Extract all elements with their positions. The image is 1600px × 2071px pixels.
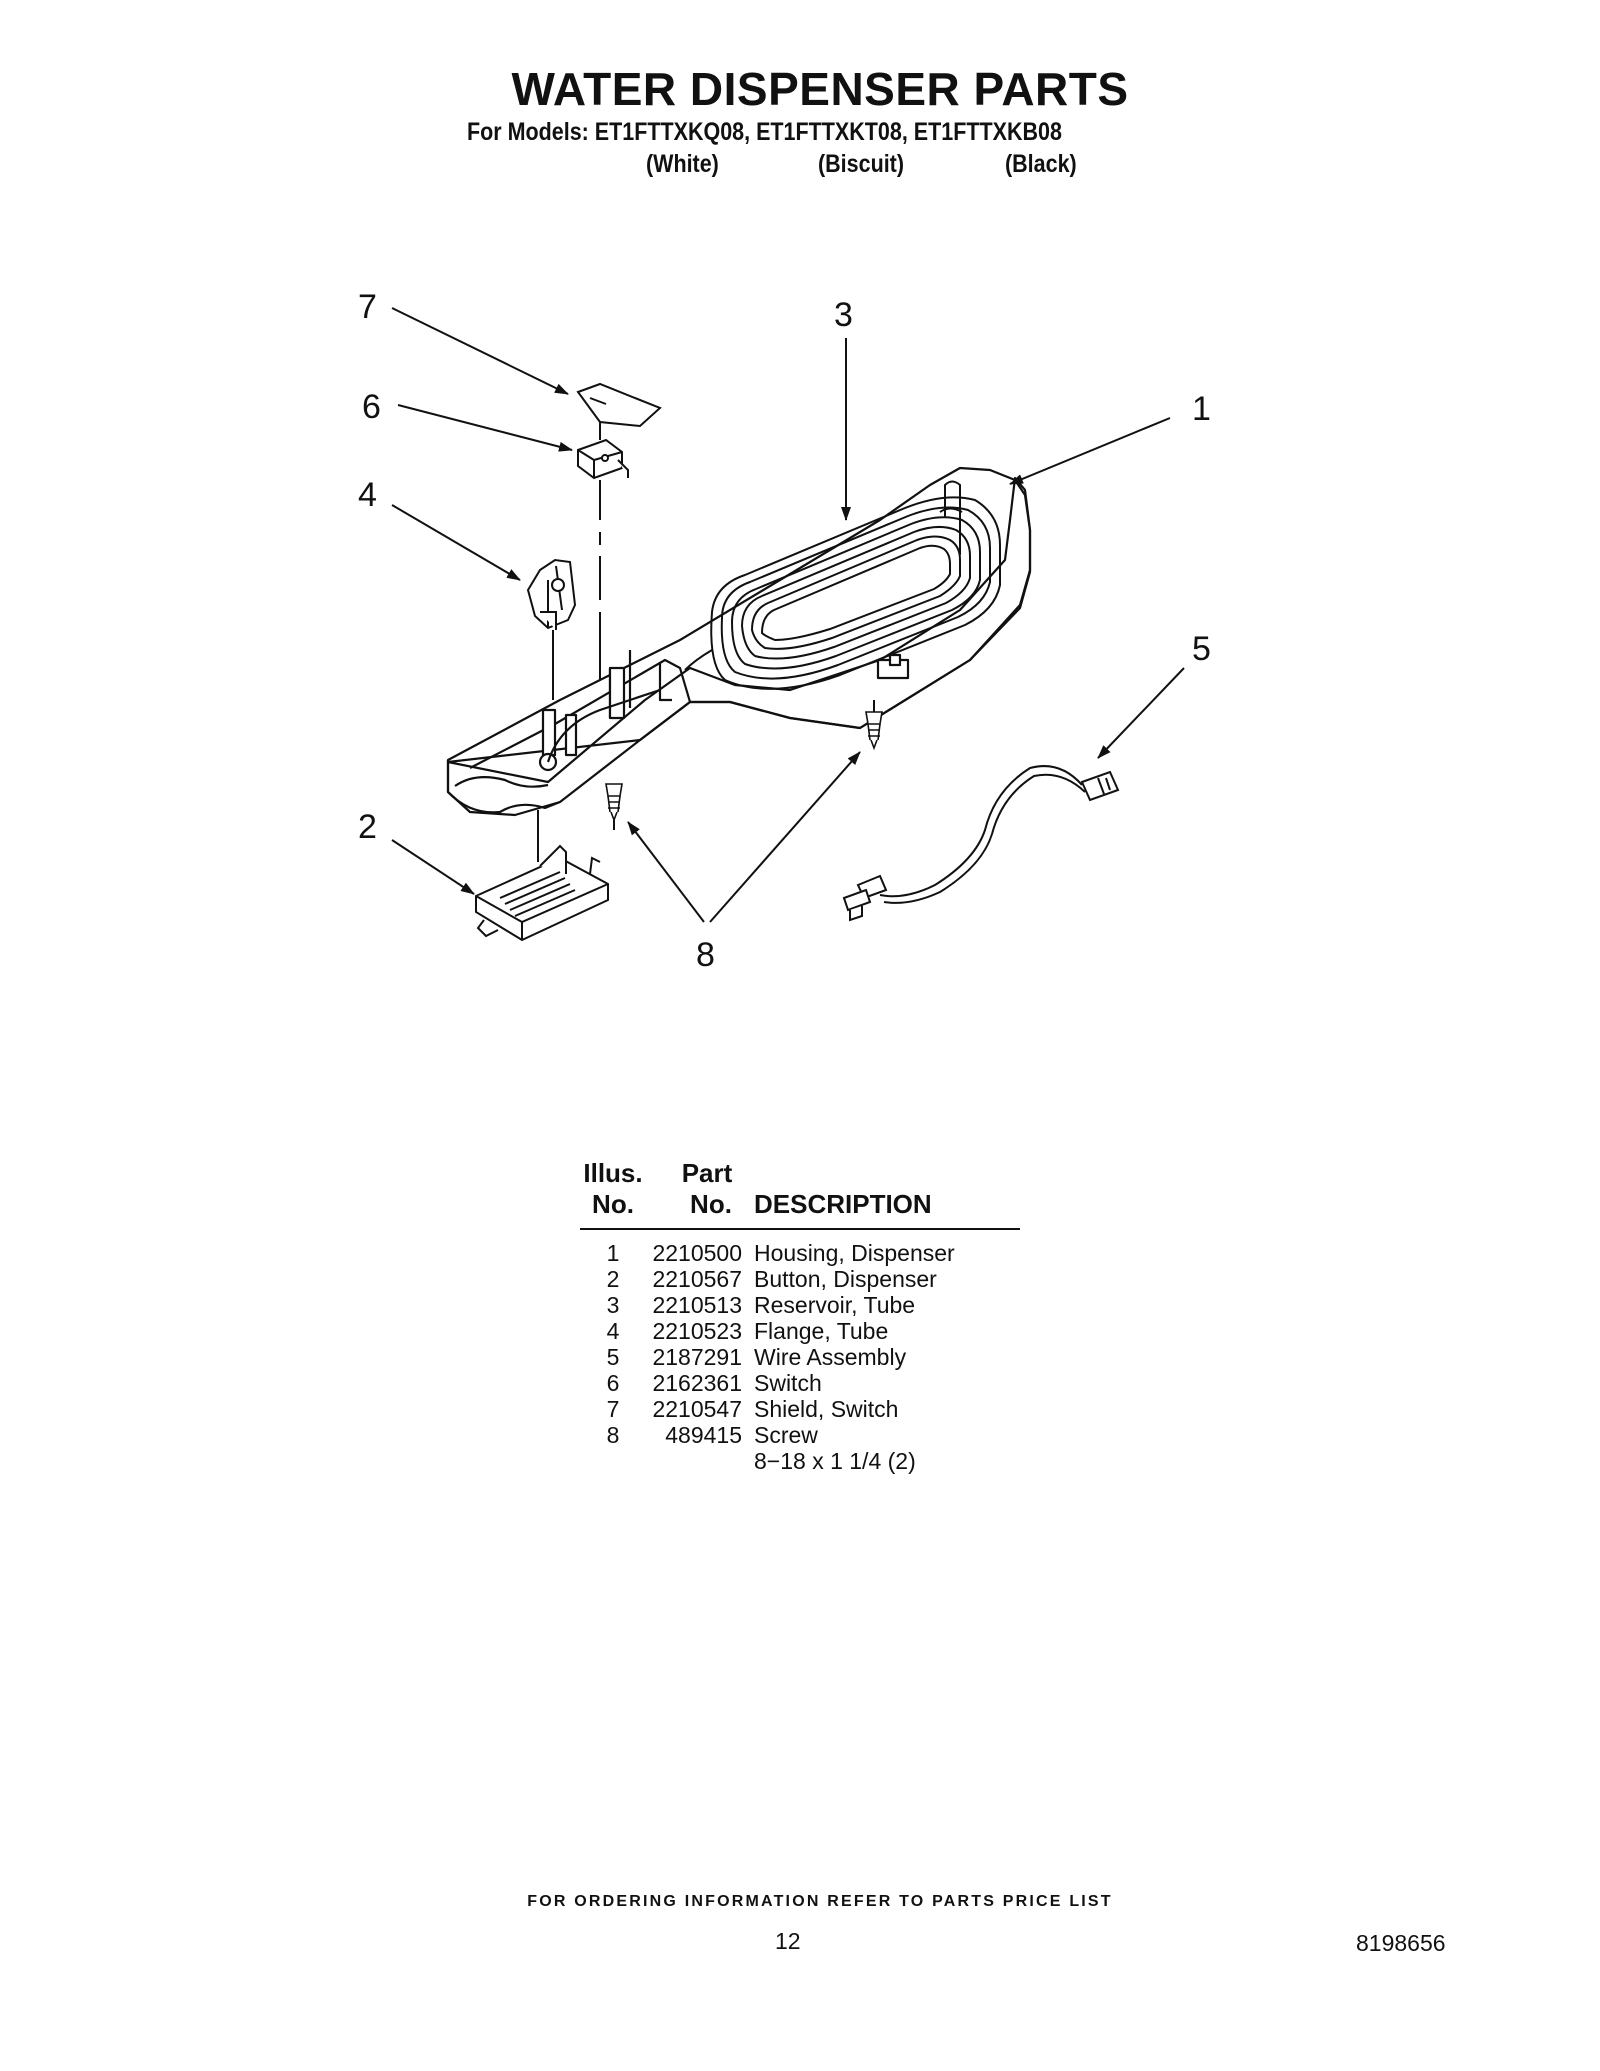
row-description: 8−18 x 1 1/4 (2): [754, 1448, 916, 1474]
table-row: 8−18 x 1 1/4 (2): [580, 1448, 1020, 1474]
wire-assembly-drawing: [842, 765, 1120, 922]
ordering-info-note: FOR ORDERING INFORMATION REFER TO PARTS …: [527, 1893, 1113, 1910]
table-row: 5 2187291 Wire Assembly: [580, 1344, 1020, 1370]
row-description: Flange, Tube: [754, 1318, 889, 1344]
callout-7: 7: [358, 288, 377, 326]
table-row: 6 2162361 Switch: [580, 1370, 1020, 1396]
color-label-black: (Black): [1005, 150, 1077, 178]
page-number: 12: [775, 1928, 801, 1954]
housing-dispenser-drawing: [446, 466, 1032, 817]
row-description: Button, Dispenser: [754, 1266, 937, 1292]
shield-switch-drawing: [576, 382, 662, 428]
row-part-no: 2210567: [652, 1266, 742, 1292]
table-row: 7 2210547 Shield, Switch: [580, 1396, 1020, 1422]
row-illus-no: 2: [606, 1266, 620, 1292]
row-illus-no: 1: [606, 1240, 620, 1266]
color-label-biscuit: (Biscuit): [818, 150, 904, 178]
row-illus-no: 3: [606, 1292, 620, 1318]
table-row: 2 2210567 Button, Dispenser: [580, 1266, 1020, 1292]
switch-drawing: [577, 438, 629, 480]
row-illus-no: 7: [606, 1396, 620, 1422]
row-part-no: 2210500: [652, 1240, 742, 1266]
header-part-line2: No.: [690, 1189, 732, 1219]
row-description: Housing, Dispenser: [754, 1240, 955, 1266]
row-part-no: 2210513: [652, 1292, 742, 1318]
page-title: WATER DISPENSER PARTS: [511, 63, 1129, 115]
table-row: 4 2210523 Flange, Tube: [580, 1318, 1020, 1344]
button-dispenser-drawing: [475, 844, 609, 942]
assembly-guide-lines: [537, 422, 875, 862]
exploded-parts-diagram: 7 6 4 3 1 5 2 8: [358, 288, 1211, 974]
leader-arrows: [391, 307, 1185, 923]
row-illus-no: 5: [606, 1344, 620, 1370]
row-part-no: 2162361: [652, 1370, 742, 1396]
row-description: Screw: [754, 1422, 818, 1448]
row-description: Wire Assembly: [754, 1344, 907, 1370]
row-part-no: 2210523: [652, 1318, 742, 1344]
row-illus-no: 8: [606, 1422, 620, 1448]
header-illus-line1: Illus.: [583, 1158, 643, 1188]
reservoir-tube-drawing: [684, 480, 1001, 690]
screw-left-drawing: [605, 783, 623, 823]
row-part-no: 2187291: [652, 1344, 742, 1370]
models-line: For Models: ET1FTTXKQ08, ET1FTTXKT08, ET…: [467, 118, 1062, 146]
table-header-rule: [580, 1228, 1020, 1230]
row-description: Switch: [754, 1370, 822, 1396]
callout-3: 3: [834, 296, 853, 334]
callout-5: 5: [1192, 630, 1211, 668]
table-row: 3 2210513 Reservoir, Tube: [580, 1292, 1020, 1318]
callout-4: 4: [358, 476, 377, 514]
row-description: Reservoir, Tube: [754, 1292, 916, 1318]
header-illus-line2: No.: [592, 1189, 634, 1219]
table-row: 1 2210500 Housing, Dispenser: [580, 1240, 1020, 1266]
flange-tube-drawing: [526, 558, 577, 630]
row-description: Shield, Switch: [754, 1396, 899, 1422]
screw-right-drawing: [865, 711, 883, 751]
row-illus-no: 6: [606, 1370, 620, 1396]
row-part-no: 489415: [665, 1422, 742, 1448]
callout-1: 1: [1192, 390, 1211, 428]
callout-8: 8: [696, 936, 715, 974]
table-row: 8 489415 Screw: [580, 1422, 1020, 1448]
header-part-line1: Part: [681, 1158, 733, 1188]
header-description: DESCRIPTION: [754, 1189, 932, 1219]
callout-6: 6: [362, 388, 381, 426]
row-illus-no: 4: [606, 1318, 620, 1344]
callout-2: 2: [358, 808, 377, 846]
color-label-white: (White): [646, 150, 719, 178]
document-number: 8198656: [1356, 1930, 1446, 1956]
row-part-no: 2210547: [652, 1396, 742, 1422]
